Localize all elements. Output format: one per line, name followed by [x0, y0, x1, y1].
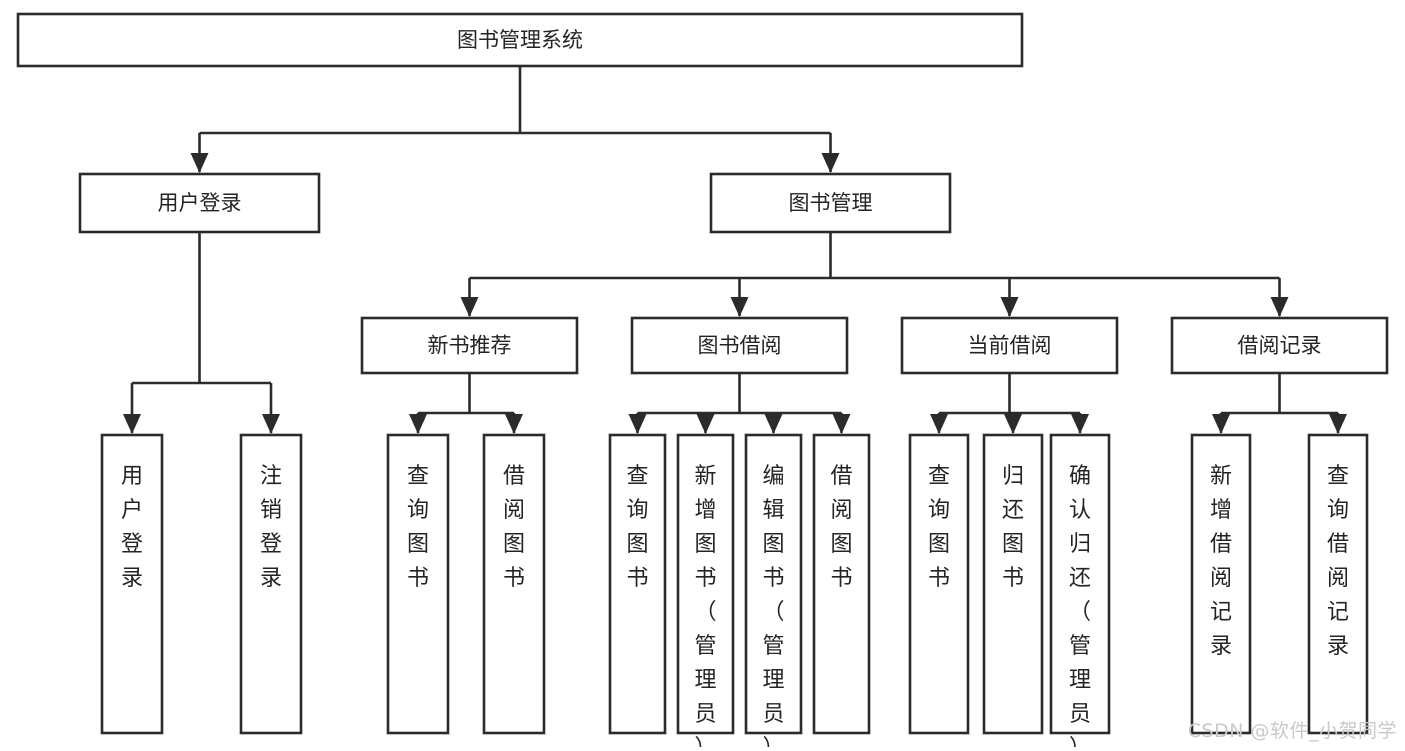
arrow-head — [696, 414, 715, 434]
arrow-head — [930, 414, 948, 434]
node-box-root[interactable] — [16, 12, 1024, 68]
node-user-login[interactable]: 用户登录 — [78, 172, 321, 234]
node-box-book-borrow[interactable] — [630, 316, 849, 375]
arrow-head — [1212, 414, 1230, 434]
node-leaf-borrow-book-b[interactable]: 借阅图书 — [812, 433, 871, 735]
node-root[interactable]: 图书管理系统 — [16, 12, 1024, 68]
node-box-leaf-confirm-return[interactable] — [1049, 433, 1111, 735]
node-label-leaf-logout: 注销登录 — [260, 464, 282, 591]
node-book-borrow[interactable]: 图书借阅 — [630, 316, 849, 375]
node-box-leaf-borrow-book-rec[interactable] — [482, 433, 546, 735]
node-label-book-manage: 图书管理 — [789, 191, 873, 215]
arrow-head — [1270, 297, 1289, 317]
arrow-head — [409, 414, 427, 434]
node-label-leaf-borrow-book-rec: 借阅图书 — [503, 464, 525, 591]
node-leaf-edit-book[interactable]: 编辑图书（管理员） — [744, 433, 803, 751]
node-box-leaf-query-book-b[interactable] — [608, 433, 667, 735]
arrow-head — [1329, 414, 1347, 434]
node-leaf-query-book-c[interactable]: 查询图书 — [908, 433, 970, 735]
node-leaf-query-book-rec[interactable]: 查询图书 — [386, 433, 450, 735]
node-box-leaf-query-book-c[interactable] — [908, 433, 970, 735]
node-label-book-borrow: 图书借阅 — [698, 334, 782, 358]
node-label-leaf-query-book-b: 查询图书 — [626, 464, 648, 591]
node-box-new-book-rec[interactable] — [360, 316, 579, 375]
node-label-new-book-rec: 新书推荐 — [428, 334, 512, 358]
node-label-user-login: 用户登录 — [158, 191, 242, 215]
node-box-borrow-record[interactable] — [1170, 316, 1389, 375]
node-leaf-borrow-book-rec[interactable]: 借阅图书 — [482, 433, 546, 735]
node-label-leaf-query-book-rec: 查询图书 — [407, 464, 429, 591]
arrow-head — [730, 297, 749, 317]
node-box-current-borrow[interactable] — [900, 316, 1119, 375]
node-box-leaf-add-book[interactable] — [676, 433, 735, 735]
node-box-leaf-edit-book[interactable] — [744, 433, 803, 735]
node-label-current-borrow: 当前借阅 — [968, 334, 1052, 358]
arrow-head — [821, 153, 840, 173]
node-label-leaf-add-book: 新增图书（管理员） — [694, 464, 716, 747]
node-current-borrow[interactable]: 当前借阅 — [900, 316, 1119, 375]
node-box-user-login[interactable] — [78, 172, 321, 234]
arrow-head — [505, 414, 523, 434]
node-leaf-user-login[interactable]: 用户登录 — [100, 433, 164, 735]
node-layer: 图书管理系统用户登录图书管理新书推荐图书借阅当前借阅借阅记录用户登录注销登录查询… — [16, 12, 1389, 751]
node-leaf-return-book[interactable]: 归还图书 — [982, 433, 1044, 735]
node-label-leaf-query-book-c: 查询图书 — [928, 464, 950, 591]
arrow-head — [832, 414, 851, 434]
node-book-manage[interactable]: 图书管理 — [709, 172, 952, 234]
node-box-book-manage[interactable] — [709, 172, 952, 234]
node-label-borrow-record: 借阅记录 — [1238, 334, 1322, 358]
node-leaf-query-book-b[interactable]: 查询图书 — [608, 433, 667, 735]
node-label-leaf-query-record: 查询借阅记录 — [1327, 464, 1349, 659]
node-box-leaf-add-record[interactable] — [1190, 433, 1252, 735]
arrow-head — [190, 153, 209, 173]
arrow-head — [1000, 297, 1019, 317]
node-box-leaf-logout[interactable] — [239, 433, 303, 735]
arrow-head — [628, 414, 647, 434]
node-box-leaf-user-login[interactable] — [100, 433, 164, 735]
node-leaf-query-record[interactable]: 查询借阅记录 — [1307, 433, 1369, 735]
node-label-leaf-user-login: 用户登录 — [121, 464, 143, 591]
node-new-book-rec[interactable]: 新书推荐 — [360, 316, 579, 375]
node-leaf-add-record[interactable]: 新增借阅记录 — [1190, 433, 1252, 735]
connector-layer — [123, 66, 1347, 434]
node-label-leaf-borrow-book-b: 借阅图书 — [830, 464, 852, 591]
arrow-head — [1004, 414, 1022, 434]
node-box-leaf-borrow-book-b[interactable] — [812, 433, 871, 735]
node-label-leaf-return-book: 归还图书 — [1002, 464, 1024, 591]
node-leaf-add-book[interactable]: 新增图书（管理员） — [676, 433, 735, 751]
node-label-leaf-confirm-return: 确认归还（管理员） — [1069, 464, 1091, 747]
node-label-root: 图书管理系统 — [457, 28, 583, 52]
arrow-head — [764, 414, 783, 434]
node-label-leaf-edit-book: 编辑图书（管理员） — [762, 464, 784, 747]
node-box-leaf-query-record[interactable] — [1307, 433, 1369, 735]
arrow-head — [262, 414, 280, 434]
node-label-leaf-add-record: 新增借阅记录 — [1210, 464, 1232, 659]
node-leaf-confirm-return[interactable]: 确认归还（管理员） — [1049, 433, 1111, 751]
arrow-head — [460, 297, 479, 317]
node-box-leaf-query-book-rec[interactable] — [386, 433, 450, 735]
arrow-head — [1071, 414, 1089, 434]
arrow-head — [123, 414, 141, 434]
node-leaf-logout[interactable]: 注销登录 — [239, 433, 303, 735]
node-box-leaf-return-book[interactable] — [982, 433, 1044, 735]
node-borrow-record[interactable]: 借阅记录 — [1170, 316, 1389, 375]
